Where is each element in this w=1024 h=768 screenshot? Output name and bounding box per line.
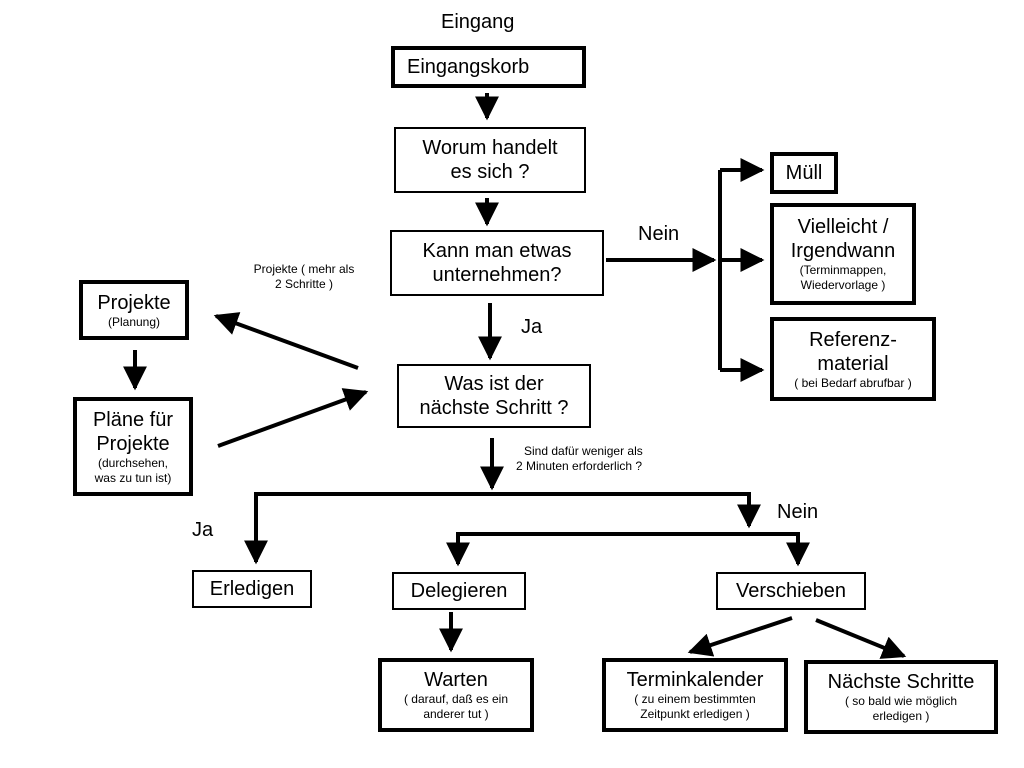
- node-someday-line2: Irgendwann: [790, 240, 896, 262]
- node-projects-title: Projekte: [97, 291, 171, 314]
- node-waiting-sub2: anderer tut ): [423, 707, 489, 721]
- two-minutes-line1: Sind dafür weniger als: [524, 444, 643, 458]
- node-next-actions-sub1: ( so bald wie möglich: [844, 694, 958, 708]
- node-waiting-title: Warten: [424, 669, 488, 691]
- node-calendar-sub1: ( zu einem bestimmten: [634, 692, 756, 706]
- node-next-step-line1: Was ist der: [444, 373, 544, 395]
- node-what-is-it: Worum handelt es sich ?: [394, 127, 586, 193]
- node-do-it: Erledigen: [192, 570, 312, 608]
- label-projects-note: Projekte ( mehr als 2 Schritte ): [250, 262, 358, 292]
- label-ja-mid: Ja: [521, 316, 543, 338]
- node-what-line2: es sich ?: [450, 161, 530, 183]
- node-what-line1: Worum handelt: [422, 137, 558, 159]
- node-next-step: Was ist der nächste Schritt ?: [397, 364, 591, 428]
- node-waiting-sub1: ( darauf, daß es ein: [403, 692, 509, 706]
- node-delegate: Delegieren: [392, 572, 526, 610]
- node-waiting: Warten ( darauf, daß es ein anderer tut …: [378, 658, 534, 732]
- arrow-defer-to-nextactions: [815, 618, 907, 659]
- node-reference: Referenz- material ( bei Bedarf abrufbar…: [770, 317, 936, 401]
- node-projects: Projekte (Planung): [79, 280, 189, 340]
- node-plans-line2: Projekte: [96, 432, 170, 455]
- node-someday-sub2: Wiedervorlage ): [800, 278, 886, 292]
- node-calendar-sub2: Zeitpunkt erledigen ): [640, 707, 750, 721]
- label-ja-bottom: Ja: [192, 519, 214, 541]
- node-delegate-title: Delegieren: [410, 580, 508, 602]
- node-trash: Müll: [770, 152, 838, 194]
- node-next-step-line2: nächste Schritt ?: [419, 397, 569, 419]
- node-someday: Vielleicht / Irgendwann (Terminmappen, W…: [770, 203, 916, 305]
- node-do-it-title: Erledigen: [209, 578, 295, 600]
- node-reference-line1: Referenz-: [809, 328, 897, 351]
- two-minutes-line2: 2 Minuten erforderlich ?: [516, 459, 643, 473]
- arrow-plans-to-nextstep: [217, 388, 369, 448]
- node-plans-sub1: (durchsehen,: [97, 455, 169, 470]
- projects-note-line2: 2 Schritte ): [274, 277, 334, 291]
- node-someday-line1: Vielleicht /: [797, 216, 889, 238]
- node-next-actions-sub2: erledigen ): [872, 709, 930, 723]
- node-plans-sub2: was zu tun ist): [94, 470, 172, 485]
- node-calendar-title: Terminkalender: [626, 669, 764, 691]
- node-defer-title: Verschieben: [735, 580, 847, 602]
- label-eingang: Eingang: [441, 11, 515, 33]
- label-nein-top: Nein: [638, 223, 680, 245]
- node-trash-title: Müll: [785, 162, 823, 184]
- label-two-minutes: Sind dafür weniger als 2 Minuten erforde…: [516, 444, 672, 474]
- node-actionable-line2: unternehmen?: [432, 264, 562, 286]
- node-next-actions: Nächste Schritte ( so bald wie möglich e…: [804, 660, 998, 734]
- bracket-delegate-defer: [456, 532, 800, 560]
- node-actionable: Kann man etwas unternehmen?: [390, 230, 604, 296]
- node-project-plans: Pläne für Projekte (durchsehen, was zu t…: [73, 397, 193, 496]
- node-defer: Verschieben: [716, 572, 866, 610]
- node-next-actions-title: Nächste Schritte: [827, 671, 975, 693]
- node-inbox: Eingangskorb: [391, 46, 586, 88]
- arrow-defer-to-calendar: [687, 616, 793, 657]
- node-projects-sub: (Planung): [107, 314, 161, 329]
- arrow-nextstep-to-projects: [213, 312, 359, 370]
- node-someday-sub1: (Terminmappen,: [799, 263, 887, 277]
- label-nein-bottom: Nein: [777, 501, 819, 523]
- node-inbox-title: Eingangskorb: [407, 56, 530, 78]
- projects-note-line1: Projekte ( mehr als: [253, 262, 355, 276]
- bracket-two-minutes: [254, 492, 751, 562]
- node-reference-sub: ( bei Bedarf abrufbar ): [794, 375, 912, 390]
- node-plans-line1: Pläne für: [92, 408, 174, 431]
- node-reference-line2: material: [817, 352, 889, 375]
- node-calendar: Terminkalender ( zu einem bestimmten Zei…: [602, 658, 788, 732]
- node-actionable-line1: Kann man etwas: [422, 240, 572, 262]
